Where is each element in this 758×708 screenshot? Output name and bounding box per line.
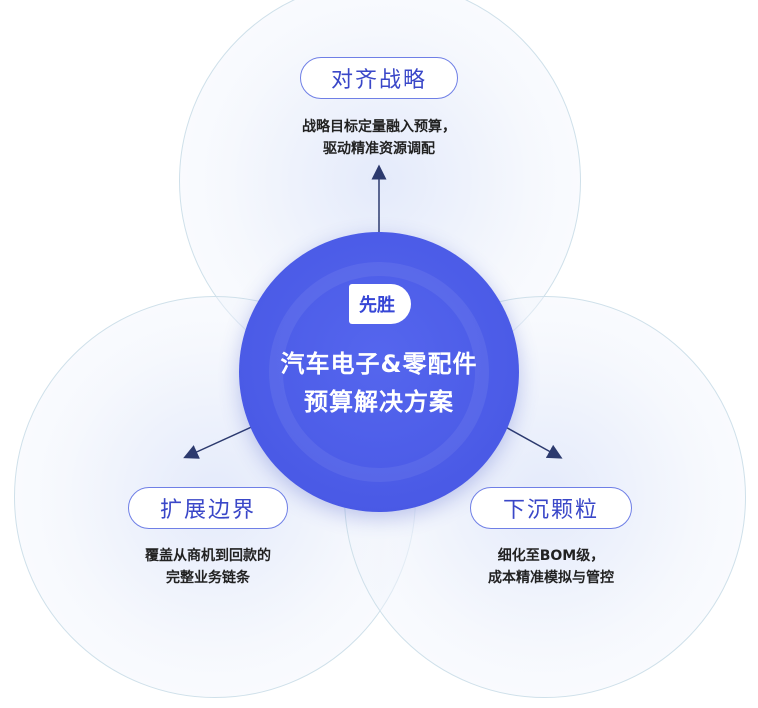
center-title-line2: 预算解决方案 [304, 388, 454, 416]
node-granularity-label: 下沉颗粒 [470, 487, 632, 529]
node-granularity-desc: 细化至BOM级， 成本精准模拟与管控 [401, 545, 701, 589]
center-circle: 先胜 汽车电子&零配件 预算解决方案 [239, 232, 519, 512]
node-align-strategy-desc: 战略目标定量融入预算， 驱动精准资源调配 [229, 116, 529, 160]
desc-line: 战略目标定量融入预算， [302, 119, 456, 135]
desc-line: 成本精准模拟与管控 [488, 570, 614, 586]
desc-line: 驱动精准资源调配 [323, 141, 435, 157]
desc-line: 细化至BOM级， [497, 548, 605, 564]
arrow-left [183, 424, 257, 459]
brand-logo: 先胜 [349, 284, 411, 324]
node-align-strategy-label: 对齐战略 [300, 57, 458, 99]
desc-line: 完整业务链条 [166, 570, 250, 586]
desc-line: 覆盖从商机到回款的 [145, 548, 271, 564]
node-expand-boundary-label: 扩展边界 [128, 487, 288, 529]
center-title-line1: 汽车电子&零配件 [280, 350, 478, 378]
node-expand-boundary-desc: 覆盖从商机到回款的 完整业务链条 [58, 545, 358, 589]
arrow-right [501, 424, 563, 459]
